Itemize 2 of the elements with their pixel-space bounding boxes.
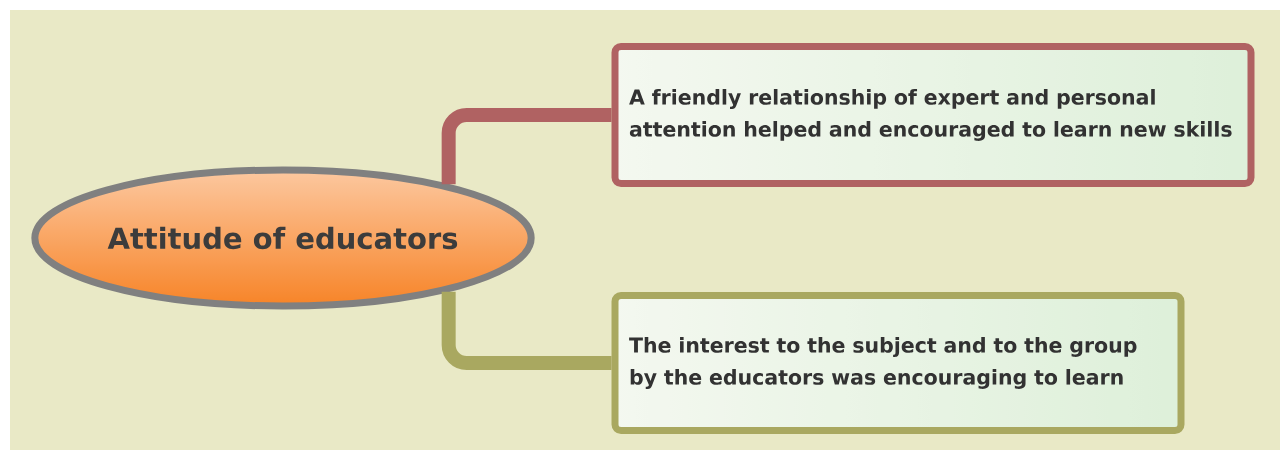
note-box: The interest to the subject and to the group by the educators was encouraging to learn: [611, 292, 1185, 434]
note-box: A friendly relationship of expert and personal attention helped and encouraged to learn new skills: [611, 43, 1255, 187]
